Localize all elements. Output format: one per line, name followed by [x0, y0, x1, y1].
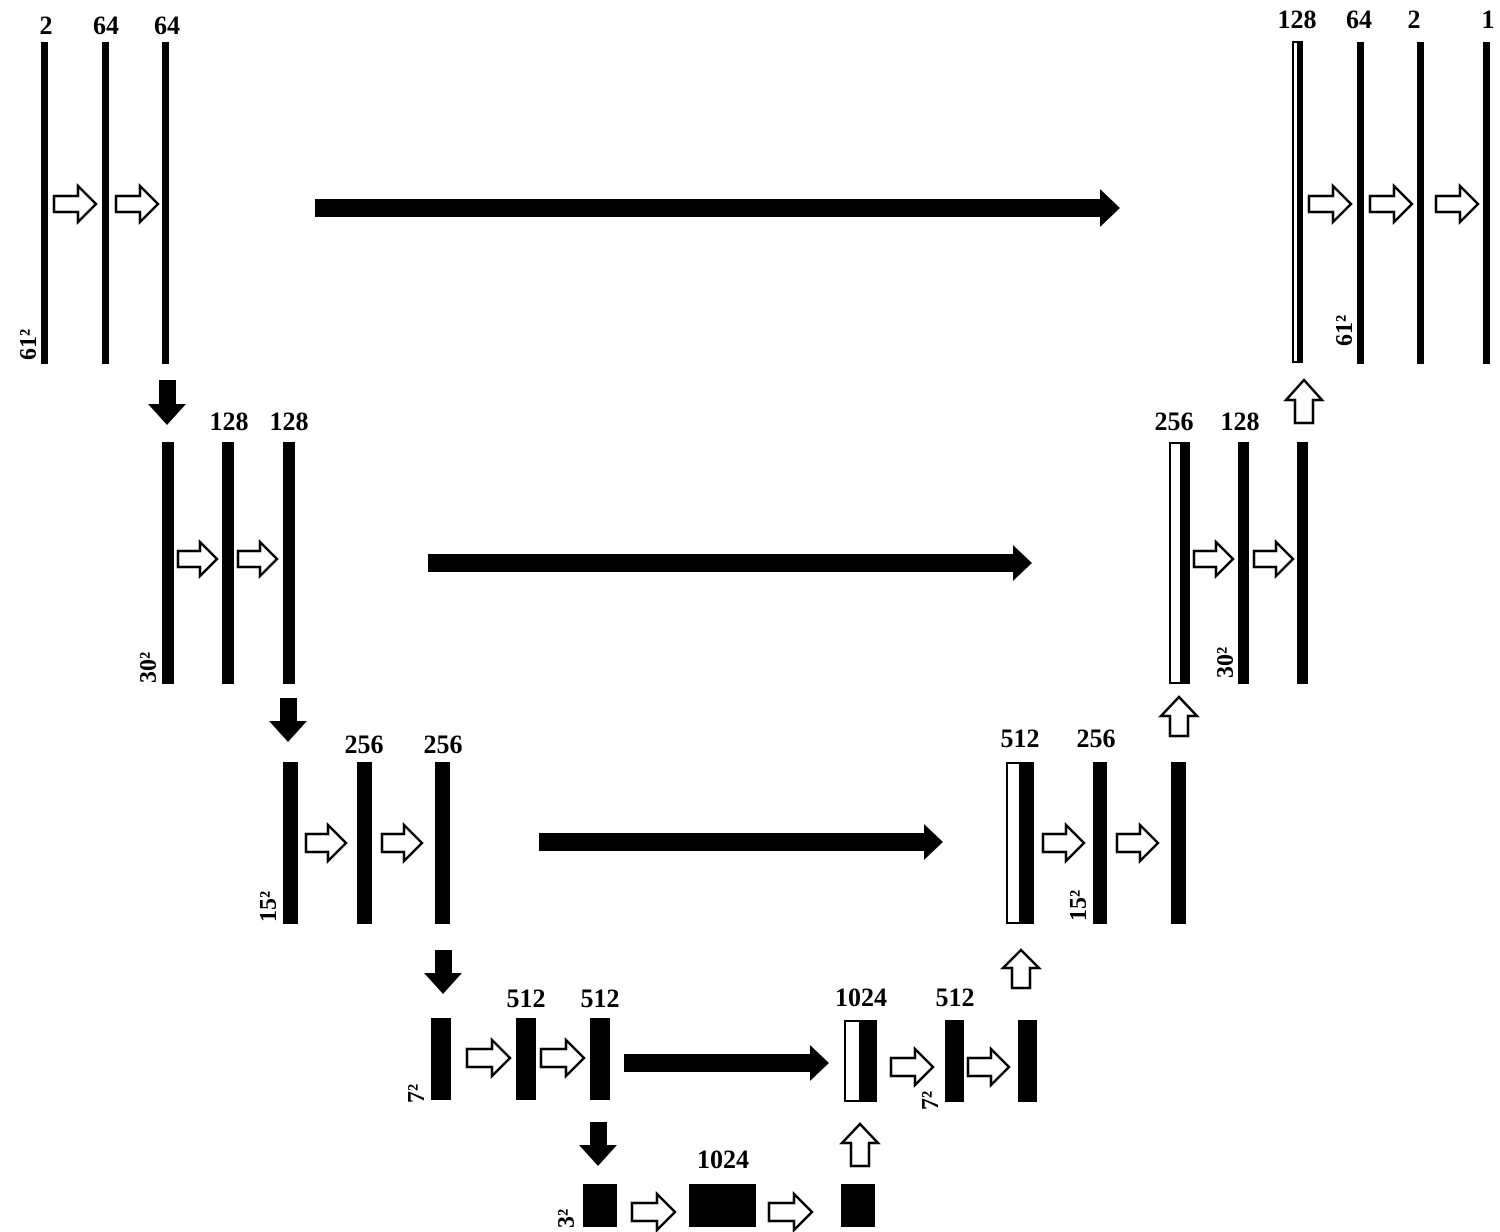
conv-arrow-icon [52, 182, 98, 226]
conv-arrow-icon [1368, 182, 1414, 226]
feature-map-bar [283, 442, 295, 684]
channel-label: 2 [40, 11, 53, 40]
channel-label: 256 [424, 730, 463, 759]
conv-arrow-icon [1307, 182, 1353, 226]
concat-feature-map-bar [1292, 41, 1299, 363]
maxpool-arrow-icon [148, 380, 186, 425]
conv-arrow-icon [539, 1036, 586, 1080]
skip-connection-arrow-icon [624, 1045, 829, 1081]
channel-label: 128 [210, 407, 249, 436]
feature-map-bar [583, 1184, 617, 1227]
conv-arrow-icon [1252, 538, 1295, 580]
concat-feature-map-bar [844, 1020, 861, 1102]
conv-arrow-icon [889, 1045, 935, 1089]
channel-label: 2 [1408, 5, 1421, 34]
skip-connection-arrow-icon [428, 545, 1032, 581]
feature-map-bar [283, 762, 298, 924]
spatial-size-label: 61² [1332, 315, 1358, 346]
conv-arrow-icon [1041, 821, 1086, 865]
feature-map-bar [1298, 41, 1303, 363]
spatial-size-label: 30² [136, 652, 162, 683]
conv-arrow-icon [1115, 821, 1160, 865]
feature-map-bar [1181, 442, 1190, 684]
feature-map-bar [1417, 42, 1424, 364]
channel-label: 1 [1482, 5, 1495, 34]
channel-label: 1024 [835, 983, 887, 1012]
feature-map-bar [435, 762, 450, 924]
feature-map-bar [1171, 762, 1186, 924]
spatial-size-label: 61² [16, 329, 42, 360]
spatial-size-label: 3² [554, 1209, 580, 1228]
feature-map-bar [1297, 442, 1308, 684]
skip-connection-arrow-icon [315, 189, 1120, 227]
feature-map-bar [945, 1020, 964, 1102]
feature-map-bar [1018, 1020, 1037, 1102]
channel-label: 128 [270, 407, 309, 436]
conv-arrow-icon [236, 538, 279, 580]
feature-map-bar [1483, 42, 1490, 364]
concat-feature-map-bar [1006, 762, 1021, 924]
feature-map-bar [41, 42, 48, 364]
conv-arrow-icon [114, 182, 160, 226]
spatial-size-label: 15² [1066, 890, 1092, 921]
conv-arrow-icon [465, 1036, 512, 1080]
upconv-arrow-icon [1283, 378, 1325, 425]
feature-map-bar [841, 1184, 875, 1227]
feature-map-bar [102, 42, 109, 364]
feature-map-bar [590, 1018, 610, 1100]
channel-label: 64 [1346, 5, 1372, 34]
conv-arrow-icon [176, 538, 219, 580]
upconv-arrow-icon [1158, 695, 1200, 738]
feature-map-bar [357, 762, 372, 924]
conv-arrow-icon [966, 1045, 1011, 1089]
concat-feature-map-bar [1169, 442, 1182, 684]
feature-map-bar [516, 1018, 536, 1100]
conv-arrow-icon [1434, 182, 1480, 226]
spatial-size-label: 7² [404, 1084, 430, 1103]
feature-map-bar [1238, 442, 1249, 684]
conv-arrow-icon [304, 821, 348, 865]
skip-connection-arrow-icon [539, 824, 943, 860]
channel-label: 256 [1077, 724, 1116, 753]
channel-label: 512 [936, 983, 975, 1012]
spatial-size-label: 7² [918, 1091, 944, 1110]
feature-map-bar [1020, 762, 1034, 924]
feature-map-bar [1093, 762, 1107, 924]
feature-map-bar [162, 42, 169, 364]
spatial-size-label: 30² [1213, 647, 1239, 678]
feature-map-bar [860, 1020, 877, 1102]
channel-label: 512 [507, 984, 546, 1013]
conv-arrow-icon [1192, 538, 1235, 580]
upconv-arrow-icon [999, 948, 1043, 990]
channel-label: 128 [1278, 5, 1317, 34]
channel-label: 128 [1221, 407, 1260, 436]
channel-label: 256 [345, 730, 384, 759]
channel-label: 256 [1155, 407, 1194, 436]
spatial-size-label: 15² [256, 891, 282, 922]
maxpool-arrow-icon [269, 698, 307, 742]
feature-map-bar [431, 1018, 451, 1100]
upconv-arrow-icon [839, 1122, 881, 1168]
feature-map-bar [689, 1184, 756, 1227]
maxpool-arrow-icon [424, 950, 462, 994]
channel-label: 512 [581, 984, 620, 1013]
conv-arrow-icon [380, 821, 424, 865]
feature-map-bar [222, 442, 234, 684]
feature-map-bar [1357, 42, 1364, 364]
maxpool-arrow-icon [579, 1122, 617, 1166]
conv-arrow-icon [630, 1190, 677, 1232]
conv-arrow-icon [767, 1190, 814, 1232]
channel-label: 64 [154, 11, 180, 40]
channel-label: 1024 [697, 1145, 749, 1174]
channel-label: 512 [1001, 724, 1040, 753]
channel-label: 64 [93, 11, 119, 40]
feature-map-bar [162, 442, 174, 684]
